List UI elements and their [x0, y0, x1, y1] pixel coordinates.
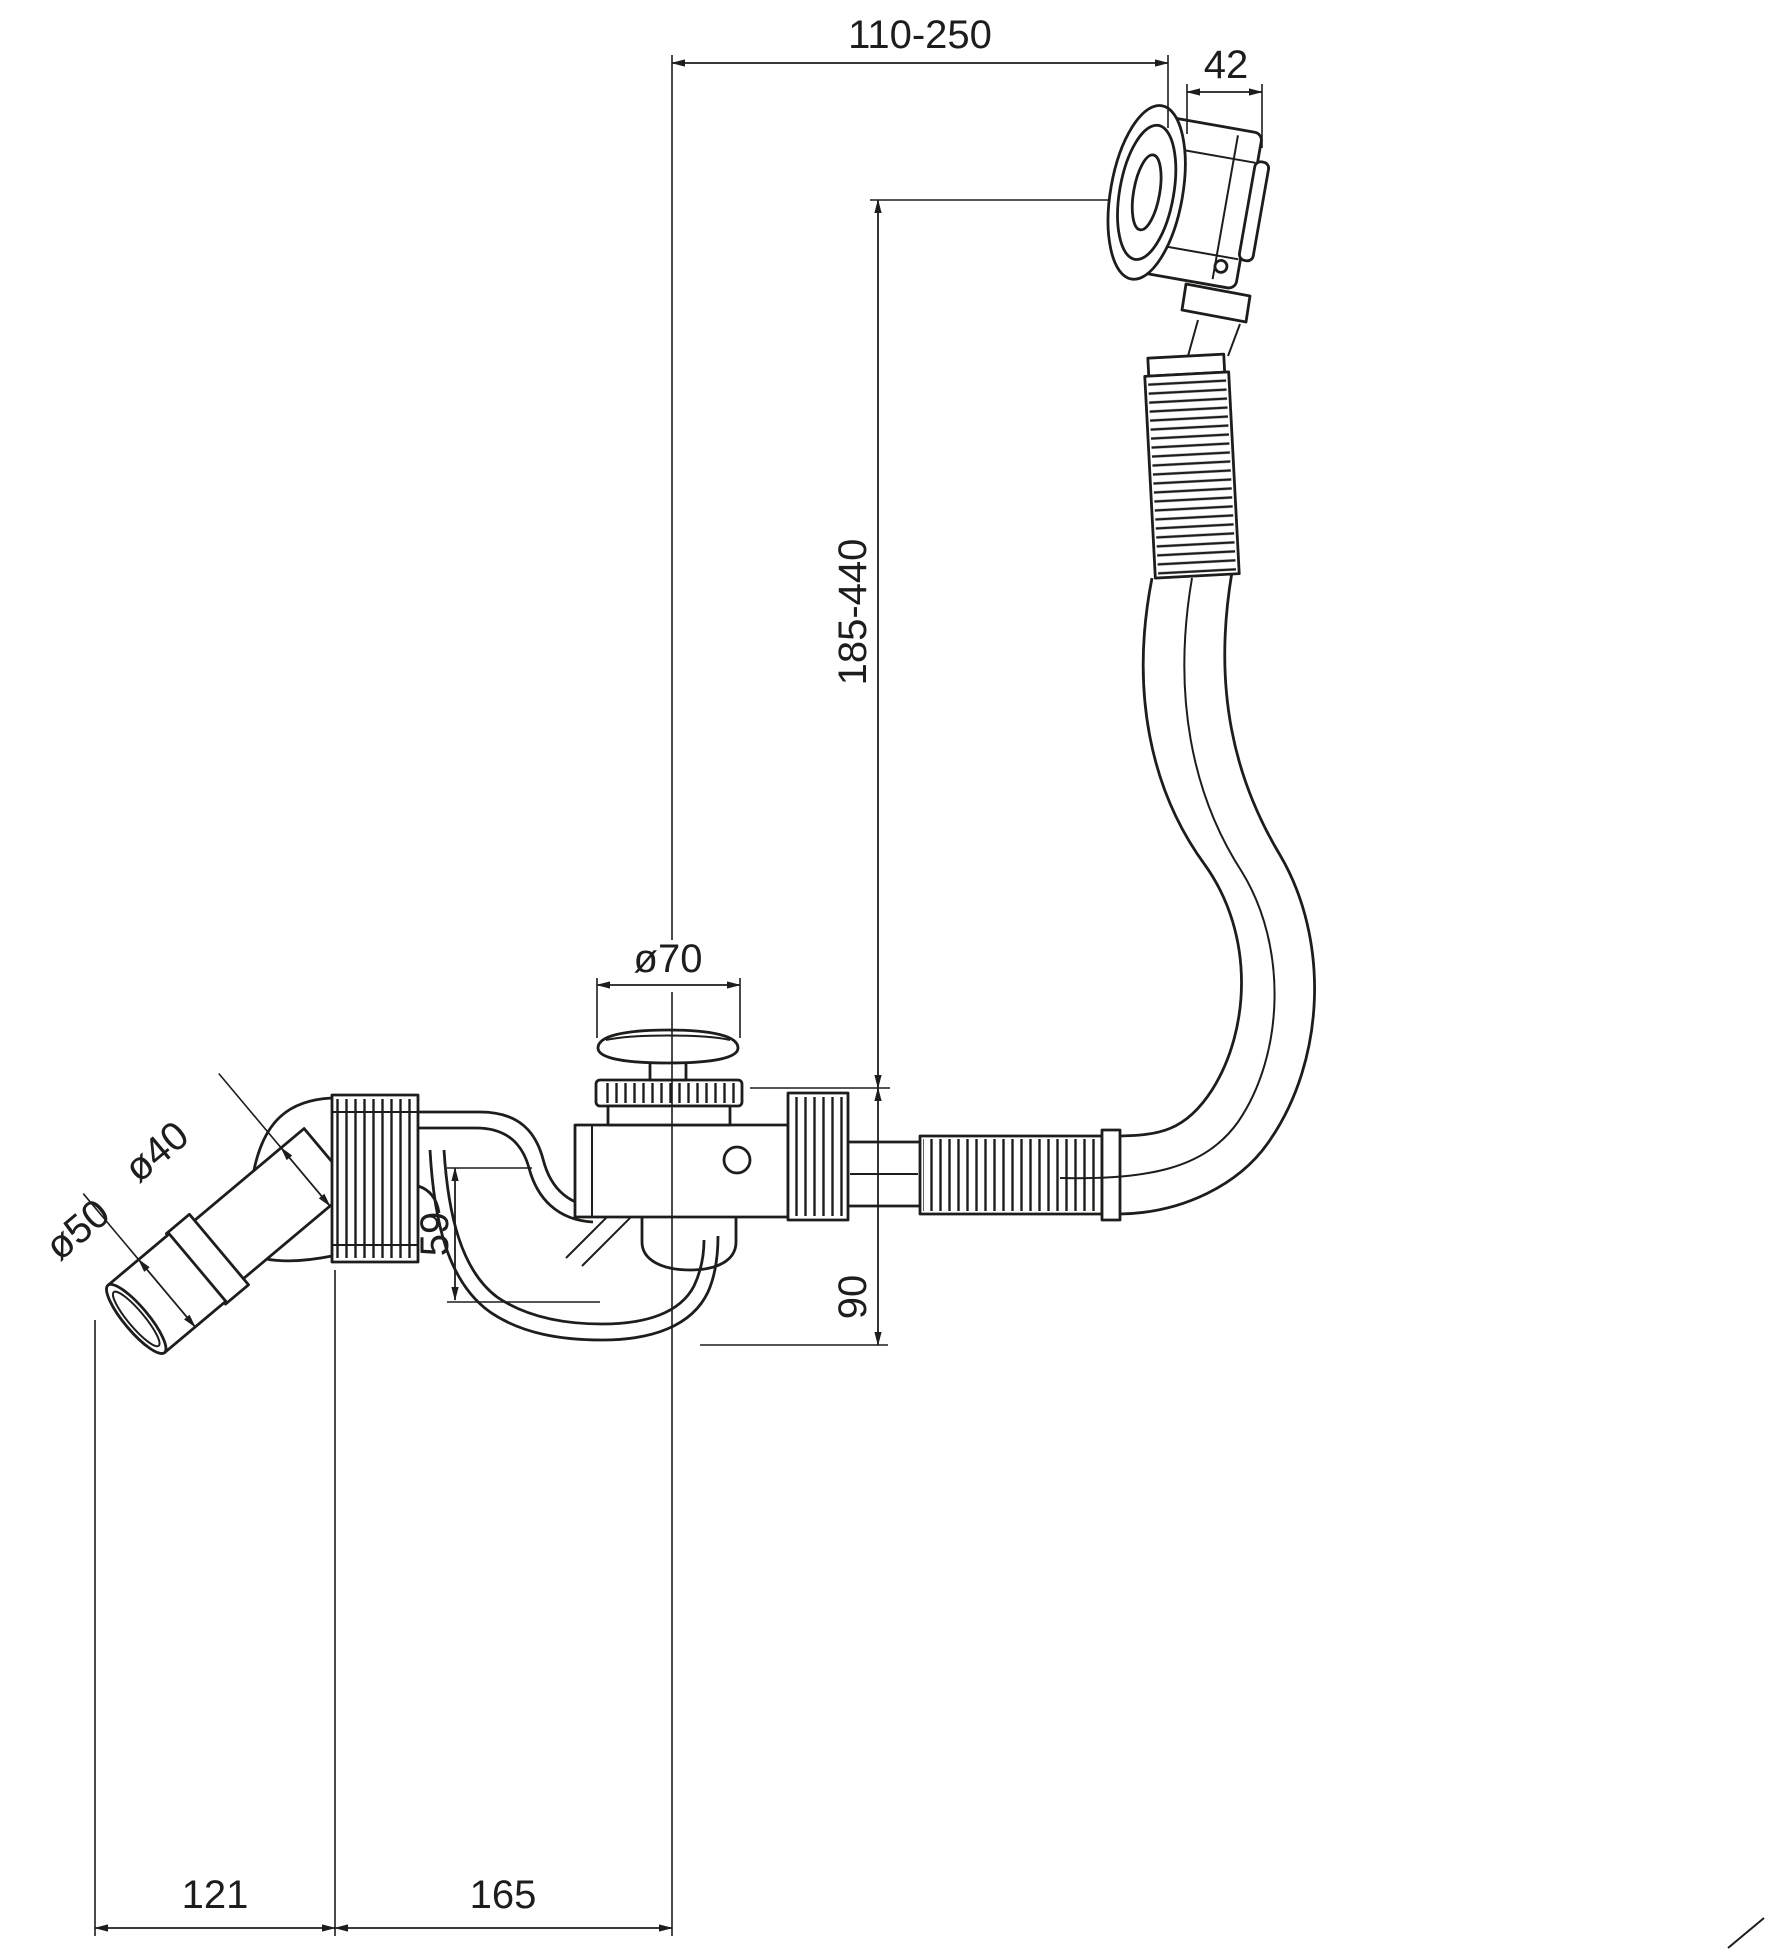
dimension-trap-height: 59	[413, 1167, 600, 1303]
dimension-top-span-label: 110-250	[848, 13, 992, 57]
union-nut-right	[786, 1091, 850, 1222]
dimension-outlet-span-label: 121	[182, 1873, 249, 1917]
waste-tee-body	[573, 1123, 790, 1272]
dimension-elbow-diameter-lines	[218, 1072, 331, 1207]
dimension-body-height-label: 90	[831, 1275, 875, 1320]
dimension-body-height: 90	[700, 1087, 888, 1346]
knob-stem	[1180, 282, 1252, 357]
knob-face-bezel	[1106, 104, 1187, 281]
overflow-pipe-stub	[848, 1140, 920, 1208]
dimension-knob-width-label: 42	[1204, 43, 1249, 87]
dimension-outlet-diameter-lines	[82, 1193, 196, 1328]
dimension-top-span: 110-250	[671, 13, 1169, 128]
dimension-waste-span-label: 165	[470, 1873, 537, 1917]
cable-tail	[1727, 1917, 1765, 1949]
dimension-waste-span: 165	[334, 1873, 673, 1932]
waste-plug-cap	[596, 1028, 740, 1082]
outlet-elbow	[82, 1072, 355, 1355]
dimension-plug-diameter-label: ø70	[634, 937, 703, 981]
dimension-plug-diameter: ø70	[596, 937, 741, 1038]
bowden-cable	[1059, 577, 1276, 1180]
dimension-outlet-span: 121	[94, 1270, 336, 1936]
union-nut-left	[330, 1093, 420, 1264]
dimension-elbow-diameter-label: ø40	[116, 1113, 197, 1191]
overflow-hose-curve	[1059, 571, 1316, 1216]
corrugated-hose-horizontal	[918, 1128, 1122, 1222]
dimension-vertical-range: 185-440	[750, 199, 1110, 1089]
dimension-knob-width: 42	[1186, 43, 1263, 148]
waste-flange	[594, 1078, 744, 1127]
dimension-outlet-diameter-label: ø50	[37, 1191, 118, 1269]
corrugated-hose-vertical	[1143, 352, 1241, 580]
overflow-knob	[1106, 104, 1271, 290]
dimension-vertical-range-label: 185-440	[831, 539, 875, 686]
knob-screw	[1213, 258, 1229, 274]
dimension-trap-height-label: 59	[413, 1212, 457, 1257]
